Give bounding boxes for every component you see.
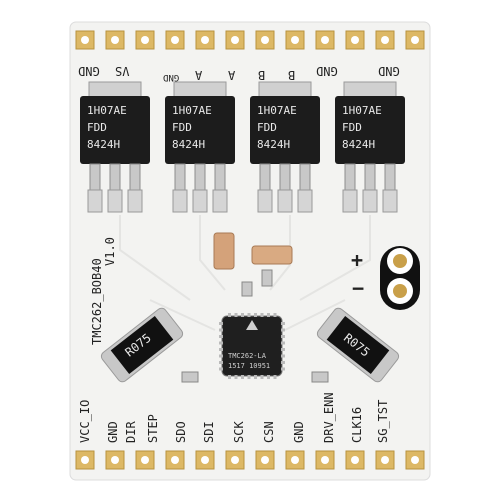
bottom-pin-label: CSN (262, 421, 276, 443)
bottom-pin-label: SCK (232, 421, 246, 443)
mosfet-4-marking-2: FDD (342, 121, 362, 134)
resistor-small-1 (181, 371, 199, 383)
mosfet-1-marking-1: 1H07AE (87, 104, 127, 117)
pin-hole (171, 456, 179, 464)
pin-hole (81, 36, 89, 44)
bottom-pin-header (75, 450, 425, 470)
pin-hole (111, 456, 119, 464)
capacitor-4 (241, 281, 253, 297)
bottom-pin-label: GND (292, 421, 306, 443)
board-name: TMC262_BOB40 (90, 258, 104, 345)
shunt-resistor-left (100, 307, 184, 383)
bottom-pin-label: SG_TST (376, 399, 390, 443)
capacitor-2 (251, 245, 293, 265)
top-pin-label: GND (316, 64, 338, 78)
pin-hole (231, 36, 239, 44)
mosfet-2 (165, 81, 235, 213)
top-pin-label: GND (378, 64, 400, 78)
pin-hole (231, 456, 239, 464)
top-pin-label: VS (115, 64, 130, 78)
pin-hole (291, 36, 299, 44)
pin-hole (411, 456, 419, 464)
pin-hole (321, 36, 329, 44)
board-version: V1.0 (103, 237, 117, 266)
bottom-pin-label: CLK16 (350, 406, 364, 443)
driver-ic (219, 313, 285, 379)
pin-hole (261, 456, 269, 464)
top-pin-header (75, 30, 425, 50)
mosfet-2-marking-2: FDD (172, 121, 192, 134)
pin-hole (351, 36, 359, 44)
pin-hole (321, 456, 329, 464)
mosfet-4 (335, 81, 405, 213)
pin-hole (351, 456, 359, 464)
capacitor-3 (261, 269, 273, 287)
bottom-pin-label: SDO (174, 421, 188, 443)
power-plus-label: + (351, 248, 364, 272)
pin-hole (381, 36, 389, 44)
pin-hole (261, 36, 269, 44)
power-minus-label: − (352, 276, 365, 300)
mosfet-3-marking-2: FDD (257, 121, 277, 134)
power-terminal (380, 246, 420, 310)
ic-marking-line2: 1517 10951 (228, 362, 271, 370)
bottom-pin-label: STEP (146, 414, 160, 443)
pcb-traces (119, 215, 371, 331)
bottom-pin-label: DRV_ENN (322, 392, 336, 443)
top-pin-label: B (258, 68, 266, 82)
mosfet-2-marking-1: 1H07AE (172, 104, 212, 117)
pin-hole (111, 36, 119, 44)
top-pin-label: GND (163, 72, 180, 82)
bottom-pin-label: GND (106, 421, 120, 443)
top-pin-label: GND (78, 64, 100, 78)
ic-marking-line1: TMC262-LA (228, 352, 266, 360)
mosfet-1-marking-2: FDD (87, 121, 107, 134)
pin-hole (141, 456, 149, 464)
top-pin-label: A (228, 68, 236, 82)
capacitor-1 (213, 232, 235, 270)
pin-hole (201, 36, 209, 44)
pin-hole (141, 36, 149, 44)
mosfet-3 (250, 81, 320, 213)
pin-hole (291, 456, 299, 464)
pin-hole (201, 456, 209, 464)
mosfet-3-marking-3: 8424H (257, 138, 291, 151)
resistor-small-2 (311, 371, 329, 383)
bottom-pin-label: SDI (202, 421, 216, 443)
pin-hole (81, 456, 89, 464)
mosfet-4-marking-1: 1H07AE (342, 104, 382, 117)
mosfet-1 (80, 81, 150, 213)
mosfet-2-marking-3: 8424H (172, 138, 206, 151)
pin-hole (411, 36, 419, 44)
pin-hole (171, 36, 179, 44)
mosfet-3-marking-1: 1H07AE (257, 104, 297, 117)
top-pin-label: B (288, 68, 296, 82)
mosfet-4-marking-3: 8424H (342, 138, 376, 151)
top-pin-label: A (195, 68, 203, 82)
bottom-pin-label: VCC_IO (78, 399, 92, 443)
mosfet-1-marking-3: 8424H (87, 138, 121, 151)
pin-hole (381, 456, 389, 464)
bottom-pin-label: DIR (124, 421, 138, 443)
shunt-resistor-right (316, 307, 400, 383)
